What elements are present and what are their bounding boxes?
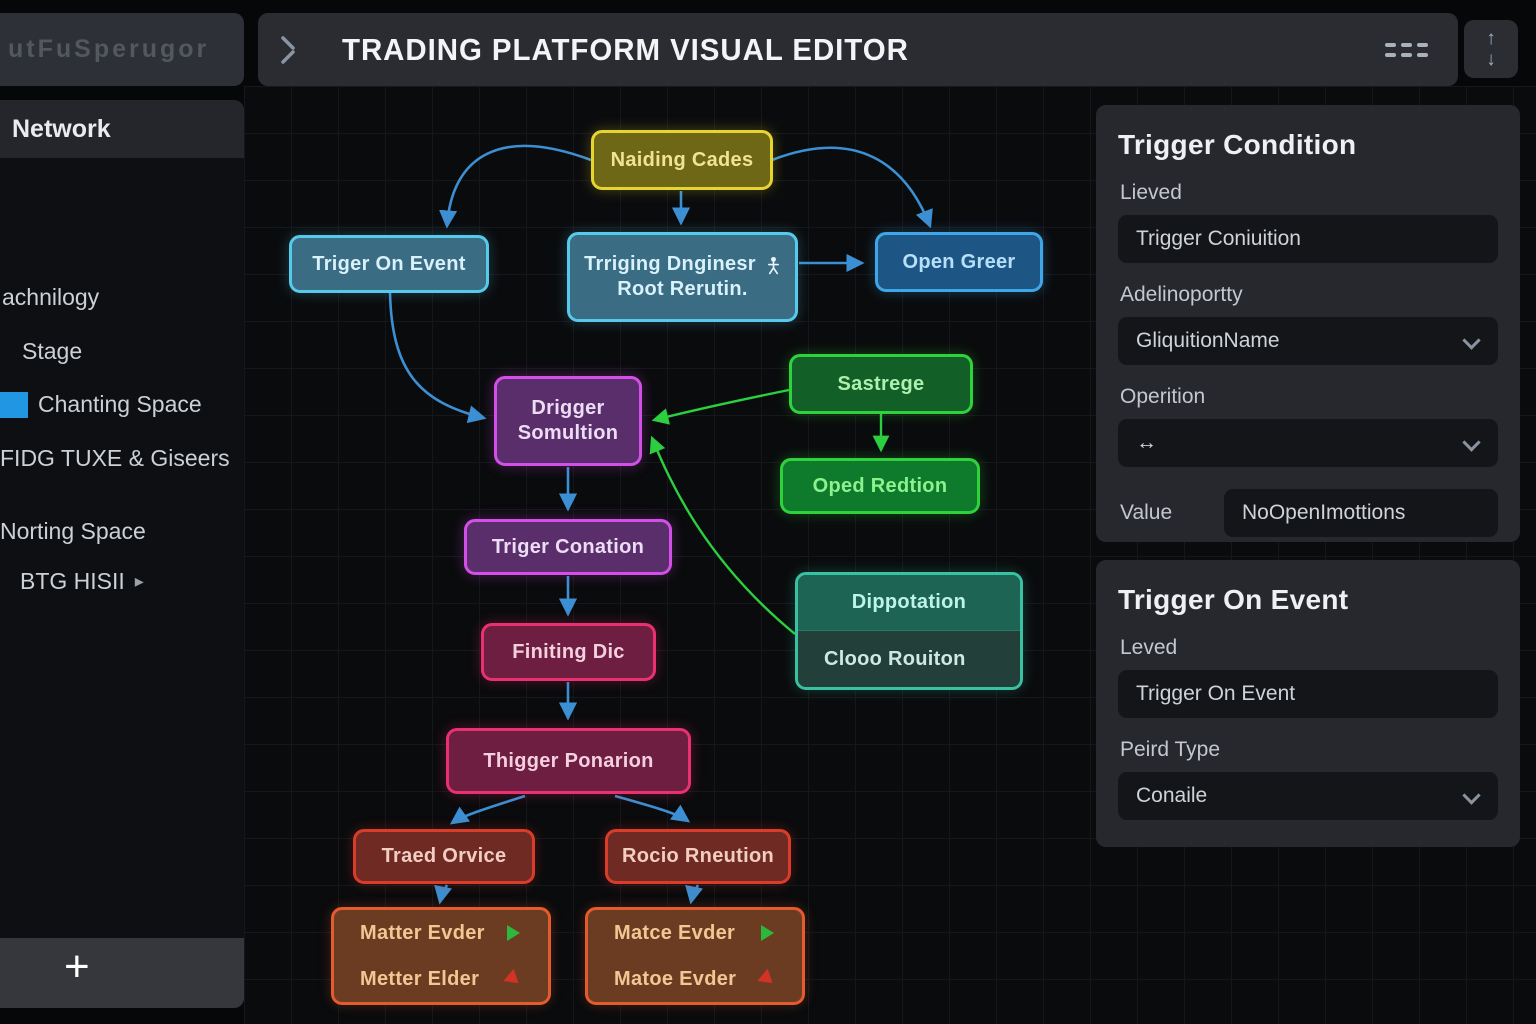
sidebar-item-achnilogy[interactable]: achnilogy: [2, 284, 99, 311]
node-label: Finiting Dic: [512, 640, 625, 663]
node-triger-conation[interactable]: Triger Conation: [464, 519, 672, 575]
sidebar-item-label: Norting Space: [0, 518, 146, 544]
sidebar: Network achnilogy Stage Chanting Space F…: [0, 100, 244, 1008]
sidebar-item-label: achnilogy: [2, 284, 100, 310]
field-value: GliquitionName: [1136, 329, 1280, 352]
node-triger-on-event[interactable]: Triger On Event: [289, 235, 489, 293]
header-bar: TRADING PLATFORM VISUAL EDITOR: [258, 13, 1458, 86]
field-label: Operition: [1120, 385, 1206, 408]
node-label: Matter Evder: [360, 921, 485, 944]
operition-select[interactable]: ↔: [1118, 419, 1498, 467]
node-traed-orvice[interactable]: Traed Orvice: [353, 829, 535, 884]
sidebar-item-fidg-tuxe[interactable]: FIDG TUXE & Giseers: [0, 445, 230, 472]
field-value: Conaile: [1136, 784, 1208, 807]
logo: utFuSperugor: [0, 13, 244, 86]
field-label: Leved: [1120, 636, 1178, 659]
sidebar-item-label: Stage: [22, 338, 83, 364]
field-value: ↔: [1136, 431, 1157, 454]
node-label: Naiding Cades: [610, 148, 754, 171]
sidebar-item-chanting-space[interactable]: Chanting Space: [0, 391, 202, 418]
sidebar-footer: +: [0, 938, 244, 1008]
panel-trigger-condition: Trigger Condition Lieved Trigger Coniuit…: [1096, 105, 1520, 542]
field-value: NoOpenImottions: [1242, 501, 1406, 524]
node-trriging-dnginesr[interactable]: Trriging Dnginesr Root Rerutin.: [567, 232, 798, 322]
node-oped-redtion[interactable]: Oped Redtion: [780, 458, 980, 514]
node-dippotation[interactable]: Dippotation Clooo Rouiton: [795, 572, 1023, 690]
page-title: TRADING PLATFORM VISUAL EDITOR: [342, 31, 909, 67]
scroll-toggle-button[interactable]: ↑ ↓: [1464, 20, 1518, 78]
field-label: Adelinoportty: [1120, 283, 1243, 306]
panel-title: Trigger Condition: [1118, 129, 1357, 160]
sidebar-item-norting-space[interactable]: Norting Space: [0, 518, 146, 545]
field-value: Trigger Coniuition: [1136, 227, 1301, 250]
chevron-down-icon: [1462, 331, 1481, 350]
value-input[interactable]: NoOpenImottions: [1224, 489, 1498, 537]
node-label: Triger On Event: [312, 252, 466, 275]
node-label: Oped Redtion: [812, 474, 948, 497]
sidebar-item-btg-hisii[interactable]: BTG HISII ▸: [20, 568, 144, 595]
play-icon: [761, 925, 774, 941]
sidebar-item-stage[interactable]: Stage: [22, 338, 82, 365]
arrow-down-icon: ↓: [1486, 49, 1496, 70]
node-label: Metter Elder: [360, 967, 480, 990]
node-label: Dippotation: [851, 591, 967, 613]
node-label: Thigger Ponarion: [483, 749, 654, 772]
node-label: Traed Orvice: [381, 845, 507, 867]
sidebar-item-label: FIDG TUXE & Giseers: [0, 445, 230, 471]
node-label: Triger Conation: [491, 535, 645, 558]
node-label: Sastrege: [837, 372, 925, 395]
node-label: Matce Evder: [614, 921, 736, 944]
node-naiding-cades[interactable]: Naiding Cades: [591, 130, 773, 190]
field-label: Lieved: [1120, 181, 1182, 204]
adelinoportty-select[interactable]: GliquitionName: [1118, 317, 1498, 365]
node-sublabel: Somultion: [517, 422, 619, 444]
node-label: Trriging Dnginesr: [584, 253, 756, 275]
panel-trigger-on-event: Trigger On Event Leved Trigger On Event …: [1096, 560, 1520, 847]
node-thigger-ponarion[interactable]: Thigger Ponarion: [446, 728, 691, 794]
sell-arrow-icon: [503, 968, 524, 990]
grid-menu-icon[interactable]: [1385, 42, 1428, 57]
node-sastrege[interactable]: Sastrege: [789, 354, 973, 414]
node-matce-evder[interactable]: Matce Evder Matoe Evder: [585, 907, 805, 1005]
field-label: Value: [1120, 501, 1173, 524]
node-matter-evder[interactable]: Matter Evder Metter Elder: [331, 907, 551, 1005]
chevron-down-icon: [1462, 433, 1481, 452]
node-label: Drigger: [531, 397, 605, 419]
sidebar-item-label: Chanting Space: [38, 391, 202, 417]
chevron-right-icon[interactable]: [278, 34, 300, 66]
play-icon: [507, 925, 520, 941]
node-sublabel: Clooo Rouiton: [824, 647, 966, 670]
add-node-button[interactable]: +: [58, 944, 96, 990]
lieved-input[interactable]: Trigger Coniuition: [1118, 215, 1498, 263]
arrow-up-icon: ↑: [1486, 28, 1496, 49]
field-value: Trigger On Event: [1136, 682, 1296, 705]
node-drigger-somultion[interactable]: Drigger Somultion: [494, 376, 642, 466]
node-open-greer[interactable]: Open Greer: [875, 232, 1043, 292]
node-sublabel: Root Rerutin.: [617, 278, 748, 300]
node-label: Rocio Rneution: [622, 845, 774, 867]
sidebar-title: Network: [0, 100, 244, 158]
sidebar-item-label: BTG HISII: [20, 568, 125, 594]
peird-type-select[interactable]: Conaile: [1118, 772, 1498, 820]
node-rocio-rneution[interactable]: Rocio Rneution: [605, 829, 791, 884]
color-swatch-icon: [0, 391, 28, 418]
leved-input[interactable]: Trigger On Event: [1118, 670, 1498, 718]
logo-text: utFuSperugor: [8, 35, 210, 63]
node-label: Matoe Evder: [614, 967, 737, 990]
chevron-down-icon: [1462, 786, 1481, 805]
caret-right-icon: ▸: [134, 571, 144, 591]
field-label: Peird Type: [1120, 738, 1221, 761]
person-icon: [767, 256, 779, 274]
panel-title: Trigger On Event: [1118, 584, 1349, 615]
sell-arrow-icon: [757, 968, 778, 990]
node-finiting-dic[interactable]: Finiting Dic: [481, 623, 656, 681]
node-label: Open Greer: [902, 250, 1016, 273]
